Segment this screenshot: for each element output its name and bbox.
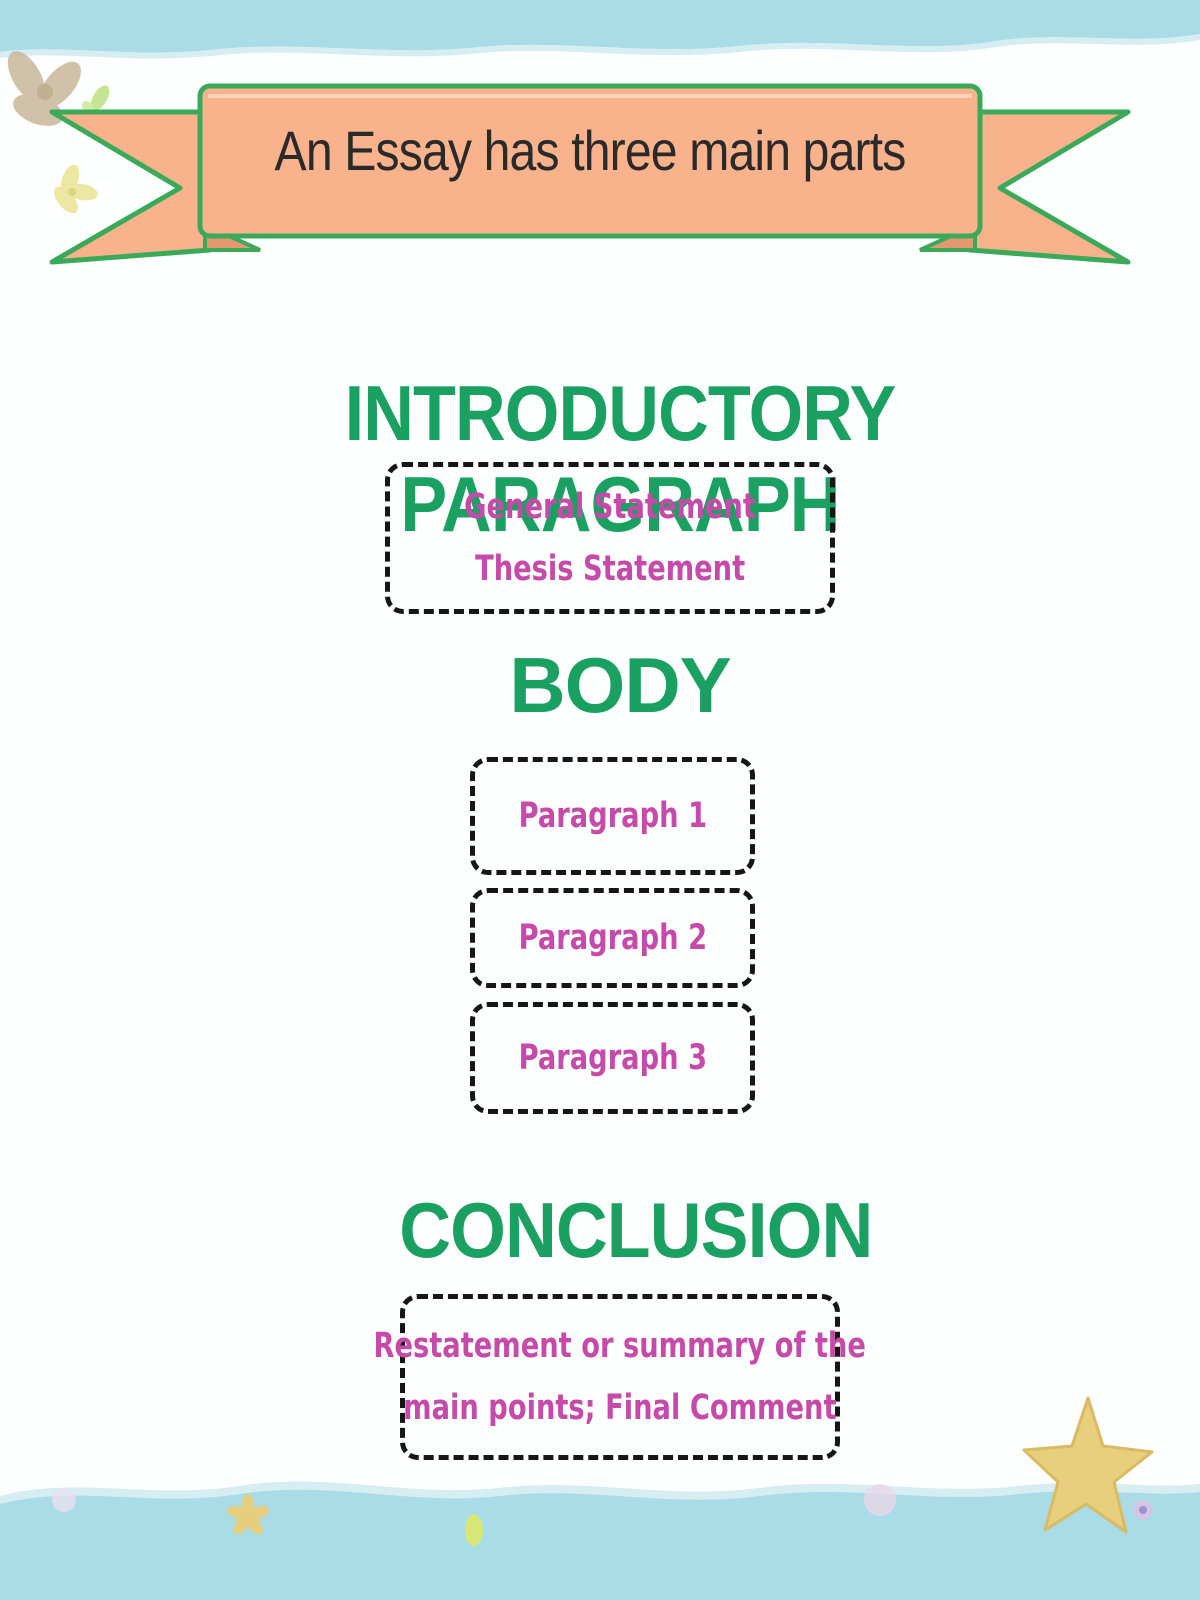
ribbon-right-tail: [967, 109, 1131, 265]
ribbon-banner: [49, 83, 1131, 265]
intro-heading: INTRODUCTORY PARAGRAPH: [344, 369, 897, 548]
banner-title: An Essay has three main parts: [274, 119, 907, 182]
small-flower-icon: [54, 164, 98, 214]
general-statement-label: General Statement: [464, 487, 756, 527]
conclusion-line-1: Restatement or summary of the: [373, 1326, 867, 1366]
seed-icon: [465, 1514, 483, 1546]
intro-box: General Statement Thesis Statement: [385, 462, 835, 614]
bubble-icon: [864, 1484, 896, 1516]
conclusion-box: Restatement or summary of the main point…: [374, 1294, 866, 1460]
paragraph-1-box: Paragraph 1: [470, 757, 755, 875]
ribbon-main: [197, 83, 983, 239]
conclusion-line-2: main points; Final Comment: [403, 1388, 837, 1428]
flower-icon: [7, 51, 81, 126]
paragraph-2-box: Paragraph 2: [470, 888, 755, 988]
top-water-band: [0, 0, 1200, 53]
paragraph-1-label: Paragraph 1: [518, 796, 707, 836]
bubble-icon: [52, 1488, 76, 1512]
starfish-icon: [1022, 1396, 1154, 1534]
small-flower-icon: [226, 1494, 270, 1535]
bottom-water-band: [0, 1481, 1200, 1600]
paragraph-2-label: Paragraph 2: [518, 918, 707, 958]
thesis-statement-label: Thesis Statement: [474, 549, 746, 589]
body-heading: BODY: [509, 641, 731, 729]
paragraph-3-box: Paragraph 3: [470, 1002, 755, 1114]
ribbon-left-tail: [49, 109, 213, 265]
conclusion-heading: CONCLUSION: [399, 1186, 873, 1274]
paragraph-3-label: Paragraph 3: [518, 1038, 707, 1078]
